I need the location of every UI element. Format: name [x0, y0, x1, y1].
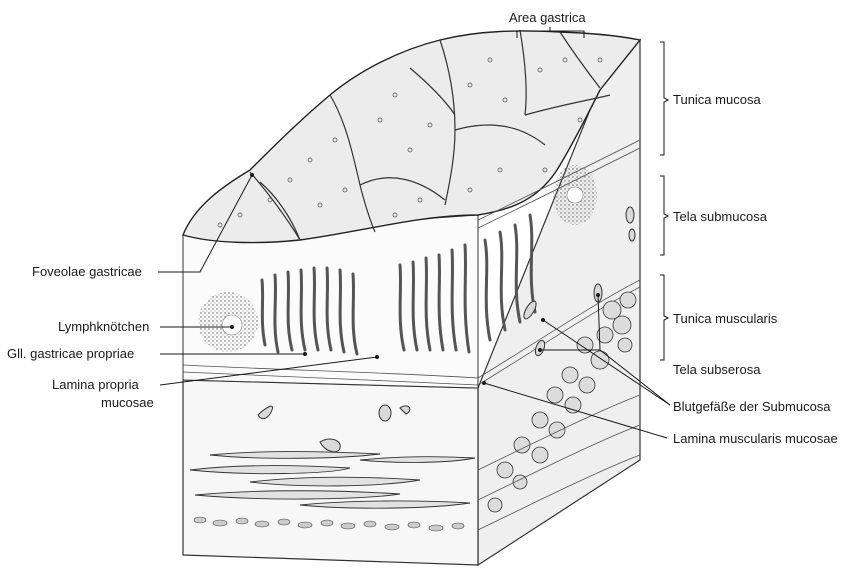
- label-area-gastrica: Area gastrica: [509, 10, 586, 25]
- label-tunica-muscularis: Tunica muscularis: [673, 311, 778, 326]
- tissue-block-illustration: [183, 30, 640, 565]
- dot-foveolae-gastricae: [250, 173, 254, 177]
- label-tela-submucosa: Tela submucosa: [673, 209, 768, 224]
- dot-lamina-muscularis-mucosae: [482, 381, 486, 385]
- label-lamina-propria-line1: Lamina propria: [52, 377, 139, 392]
- label-blutgefaesse: Blutgefäße der Submucosa: [673, 399, 831, 414]
- dot-lymphknoetchen: [230, 325, 234, 329]
- label-gll-gastricae-propriae: Gll. gastricae propriae: [7, 346, 134, 361]
- dot-lamina-propria: [375, 355, 379, 359]
- brace-tunica-mucosa: [660, 42, 668, 155]
- dot-gll-gastricae-propriae: [303, 352, 307, 356]
- lymph-nodule-front: [198, 292, 258, 352]
- label-foveolae-gastricae: Foveolae gastricae: [32, 264, 142, 279]
- brace-tela-submucosa: [660, 176, 668, 255]
- lymph-nodule-right: [553, 165, 597, 225]
- dot-blutgefaesse-2: [538, 348, 542, 352]
- label-lamina-propria-line2: mucosae: [101, 395, 154, 410]
- dot-blutgefaesse-3: [596, 293, 600, 297]
- label-lymphknoetchen: Lymphknötchen: [58, 319, 149, 334]
- label-tunica-mucosa: Tunica mucosa: [673, 92, 761, 107]
- label-lamina-muscularis-mucosae: Lamina muscularis mucosae: [673, 431, 838, 446]
- brace-tunica-muscularis: [660, 275, 668, 360]
- label-tela-subserosa: Tela subserosa: [673, 362, 761, 377]
- dot-blutgefaesse-1: [541, 318, 545, 322]
